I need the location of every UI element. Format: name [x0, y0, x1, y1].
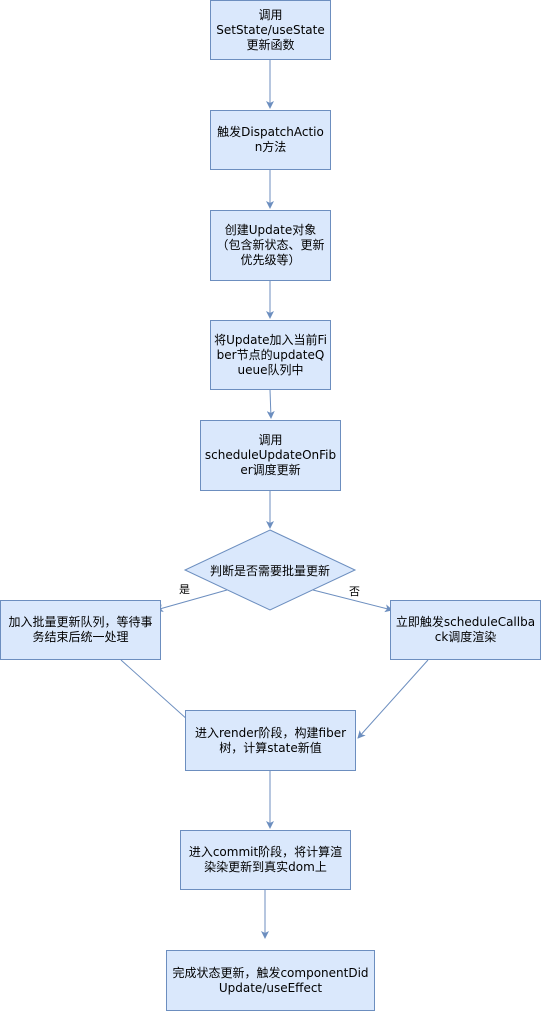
node-render-phase: 进入render阶段，构建fiber树，计算state新值: [185, 710, 356, 771]
node-complete-update: 完成状态更新，触发componentDidUpdate/useEffect: [166, 950, 375, 1011]
node-batch-queue: 加入批量更新队列，等待事务结束后统一处理: [0, 600, 161, 660]
edge-label-no: 否: [349, 585, 360, 598]
edge-decision-to-immediate: [312, 589, 393, 613]
edge-enqueue-to-schedule: [266, 389, 275, 419]
node-schedule-update: 调用 scheduleUpdateOnFiber调度更新: [200, 420, 341, 491]
decision-diamond: [183, 529, 357, 611]
node-call-setstate: 调用 SetState/useState更新函数: [210, 0, 331, 60]
edge-decision-to-batch: [155, 589, 228, 612]
decision-label: 判断是否需要批量更新: [209, 563, 330, 578]
edge-label-yes: 是: [179, 583, 190, 596]
edge-immediate-to-render: [357, 659, 429, 739]
node-immediate-callback: 立即触发scheduleCallback调度渲染: [390, 600, 541, 660]
node-create-update: 创建Update对象（包含新状态、更新优先级等）: [210, 210, 331, 281]
node-dispatch-action: 触发DispatchAction方法: [210, 110, 331, 170]
node-commit-phase: 进入commit阶段，将计算渲染染更新到真实dom上: [180, 830, 351, 890]
node-enqueue-update: 将Update加入当前Fiber节点的updateQueue队列中: [210, 320, 331, 390]
